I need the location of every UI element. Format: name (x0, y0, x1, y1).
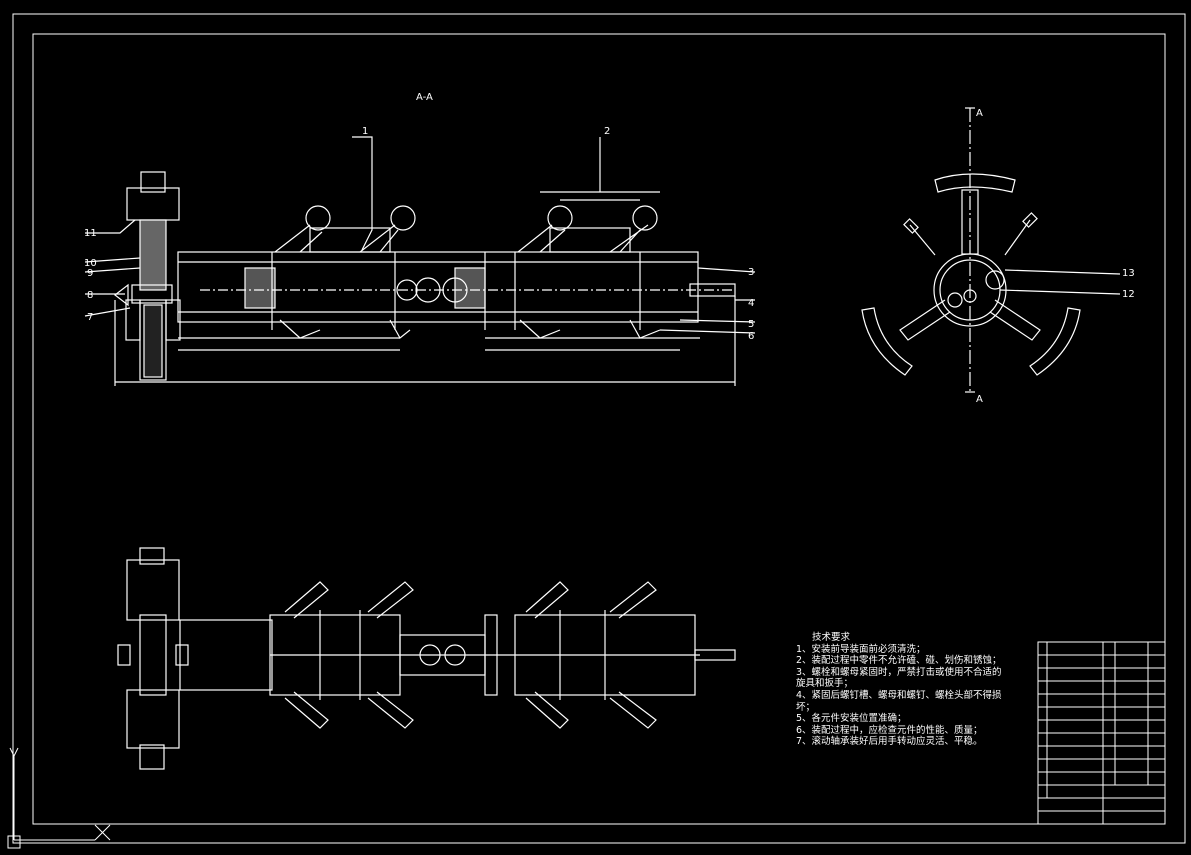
svg-text:10: 10 (84, 258, 97, 269)
svg-text:3: 3 (748, 267, 754, 278)
svg-text:A: A (976, 108, 983, 119)
part-number-labels: 1 2 3 4 5 6 7 8 9 10 11 12 13 (84, 126, 1135, 342)
svg-text:5: 5 (748, 319, 754, 330)
technical-requirement-item: 2、装配过程中零件不允许磕、碰、划伤和锈蚀； (796, 655, 1002, 667)
svg-text:A-A: A-A (416, 92, 433, 103)
section-view-a-a (84, 136, 756, 386)
technical-requirement-item: 5、各元件安装位置准确； (796, 713, 907, 725)
svg-text:9: 9 (87, 268, 93, 279)
ucs-origin-icon (7, 835, 21, 849)
title-block (1037, 641, 1166, 825)
svg-text:6: 6 (748, 331, 754, 342)
section-label: A-A (416, 92, 433, 103)
technical-requirement-item: 4、紧固后螺钉槽、螺母和螺钉、螺栓头部不得损坏； (796, 689, 1002, 713)
technical-requirements: 技术要求 1、安装前导装面前必须清洗； 2、装配过程中零件不允许磕、碰、划伤和锈… (796, 632, 1006, 748)
technical-requirement-item: 3、螺栓和螺母紧固时，严禁打击或使用不合适的旋具和扳手； (796, 666, 1002, 690)
technical-requirements-title: 技术要求 (812, 632, 851, 643)
end-view (861, 107, 1121, 393)
svg-text:1: 1 (362, 126, 368, 137)
svg-text:11: 11 (84, 228, 97, 239)
cut-markers: A A (976, 108, 983, 405)
svg-text:7: 7 (87, 312, 93, 323)
svg-text:13: 13 (1122, 268, 1135, 279)
technical-requirement-item: 1、安装前导装面前必须清洗； (796, 643, 926, 655)
svg-text:4: 4 (748, 298, 754, 309)
svg-text:12: 12 (1122, 289, 1135, 300)
svg-text:8: 8 (87, 290, 93, 301)
ucs-y-icon (9, 747, 111, 841)
svg-text:2: 2 (604, 126, 610, 137)
inner-frame (32, 33, 1166, 825)
outer-frame (12, 13, 1186, 844)
svg-text:A: A (976, 394, 983, 405)
top-view (117, 547, 736, 770)
technical-requirement-item: 6、装配过程中，应检查元件的性能、质量； (796, 724, 983, 736)
technical-requirement-item: 7、滚动轴承装好后用手转动应灵活、平稳。 (796, 736, 983, 748)
